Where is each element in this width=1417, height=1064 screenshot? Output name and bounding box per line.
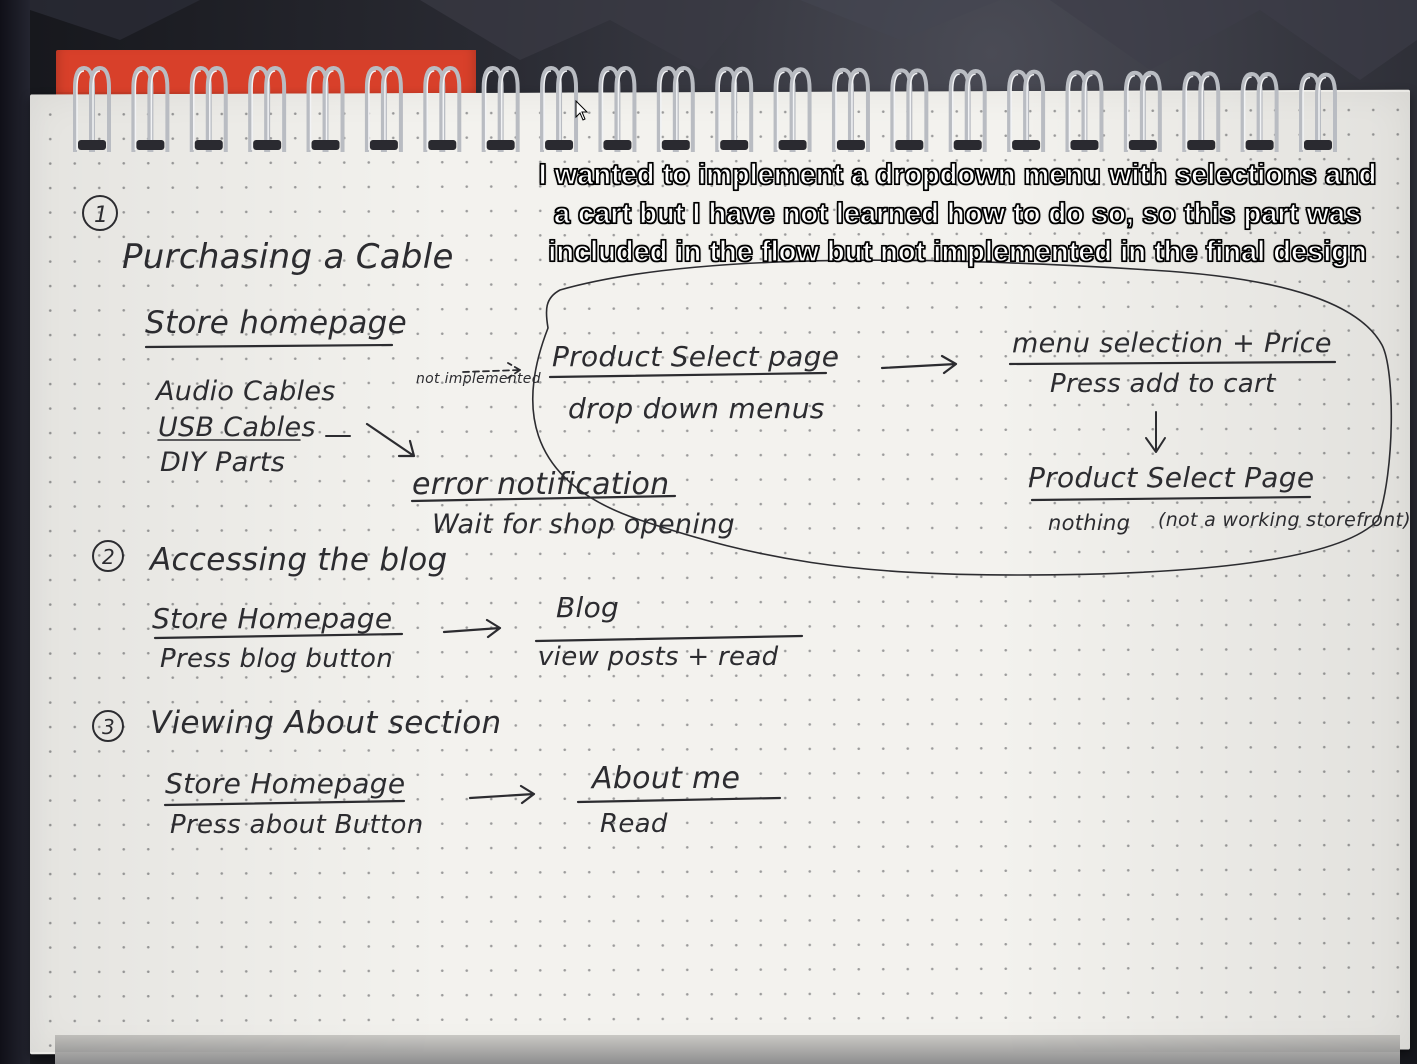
arrow-to-about — [468, 784, 536, 805]
flow3-title: Viewing About section — [150, 705, 502, 741]
spiral-ring — [598, 65, 637, 152]
spiral-ring — [1065, 70, 1104, 152]
flow1-number-circle — [82, 195, 118, 231]
spiral-ring — [773, 67, 812, 152]
spiral-ring — [715, 66, 754, 152]
flow1-number: 1 — [94, 203, 108, 228]
flow3-target: About me — [590, 761, 740, 796]
mouse-cursor-icon — [575, 100, 589, 121]
menu-selection: menu selection + Price — [1012, 328, 1332, 359]
flow1-page: Store homepage — [145, 305, 407, 341]
caption-overlay: I wanted to implement a dropdown menu wi… — [538, 158, 1377, 268]
error-action: Wait for shop opening — [432, 509, 735, 540]
product-page: Product Select page — [552, 340, 839, 373]
arrow-to-menu — [880, 354, 958, 375]
spiral-ring — [364, 65, 403, 152]
flow2-target: Blog — [556, 591, 619, 624]
spiral-ring — [831, 67, 870, 152]
flow2-page-underline — [153, 632, 404, 640]
spiral-ring — [73, 65, 111, 152]
menu-underline — [1008, 360, 1337, 366]
spiral-ring — [306, 65, 345, 152]
spiral-ring — [423, 65, 462, 152]
flow3-target-underline — [576, 796, 782, 804]
flow2-title: Accessing the blog — [148, 542, 448, 578]
not-implemented-loop — [532, 259, 1393, 576]
flow2-action: Press blog button — [160, 644, 393, 674]
flow3-page: Store Homepage — [165, 767, 405, 800]
spiral-ring — [890, 68, 929, 152]
spiral-ring — [1182, 71, 1221, 152]
flow3-page-underline — [163, 799, 406, 807]
flow3-action: Press about Button — [170, 810, 424, 840]
spiral-ring — [189, 65, 228, 152]
flow1-title: Purchasing a Cable — [122, 237, 454, 277]
flow3-number: 3 — [102, 715, 115, 739]
flow2-number: 2 — [102, 545, 115, 569]
product-action: drop down menus — [568, 392, 825, 425]
product-underline — [548, 371, 828, 379]
arrow-down-to-result — [1145, 411, 1166, 453]
menu-action: Press add to cart — [1050, 369, 1276, 399]
arrow-to-error — [365, 422, 416, 458]
flow1-item-usb: USB Cables — [158, 412, 316, 443]
error-underline — [410, 494, 677, 503]
spiral-ring — [481, 65, 520, 152]
spiral-ring — [248, 65, 287, 152]
spiral-ring — [1123, 70, 1162, 152]
notebook-edge — [55, 1035, 1400, 1064]
flow2-number-circle — [92, 540, 124, 572]
spiral-ring — [540, 65, 579, 152]
spiral-ring — [1240, 71, 1279, 152]
result-page: Product Select Page — [1028, 461, 1314, 494]
flow2-target-action: view posts + read — [538, 642, 779, 672]
flow1-item-diy: DIY Parts — [160, 447, 285, 478]
spiral-ring — [948, 68, 987, 152]
left-shadow-edge — [0, 0, 30, 1064]
spiral-ring — [656, 65, 695, 152]
flow1-item-audio: Audio Cables — [154, 376, 336, 407]
flow1-page-underline — [144, 343, 394, 349]
spiral-ring — [1299, 72, 1337, 152]
not-implemented-note: not implemented — [416, 371, 541, 387]
flow3-number-circle — [92, 710, 124, 742]
result-underline — [1030, 495, 1312, 502]
flow3-target-action: Read — [600, 809, 668, 839]
spiral-binding — [73, 65, 1337, 152]
result-note: (not a working storefront) — [1158, 509, 1411, 531]
flow2-target-underline — [534, 634, 804, 643]
dashed-arrow-to-product — [462, 362, 521, 379]
flow2-page: Store Homepage — [152, 602, 392, 635]
spiral-ring — [1007, 69, 1046, 152]
spiral-ring — [131, 65, 170, 152]
result-action: nothing — [1048, 511, 1130, 535]
arrow-to-blog — [442, 618, 502, 639]
